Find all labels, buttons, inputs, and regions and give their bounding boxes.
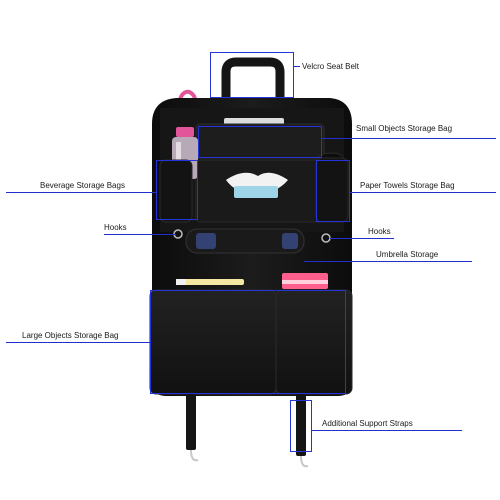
- highlight-support-straps: [290, 400, 312, 452]
- underline-hooks-right: [330, 238, 394, 239]
- bottle-cap: [176, 127, 194, 137]
- label-hooks-right: Hooks: [368, 227, 391, 236]
- pen: [176, 279, 244, 285]
- line-small-objects: [322, 138, 350, 139]
- pen-tip: [176, 279, 186, 285]
- underline-hooks-left: [104, 234, 176, 235]
- underline-support-straps: [312, 430, 462, 431]
- label-velcro-seat-belt: Velcro Seat Belt: [302, 62, 359, 71]
- velcro-seat-belt-strap: [221, 57, 285, 100]
- right-strap-hook: [300, 455, 309, 468]
- left-strap-hook: [190, 449, 199, 462]
- underline-umbrella: [304, 261, 472, 262]
- underline-small-objects: [350, 138, 496, 139]
- underline-paper-towels: [350, 192, 496, 193]
- bottle-highlight: [176, 142, 181, 174]
- label-beverage-storage-bags: Beverage Storage Bags: [40, 181, 125, 190]
- underline-large-objects: [6, 342, 150, 343]
- umbrella-pattern: [196, 233, 216, 249]
- label-umbrella-storage: Umbrella Storage: [376, 250, 439, 259]
- highlight-small-objects: [198, 126, 322, 158]
- line-velcro: [294, 66, 300, 67]
- highlight-velcro-belt: [210, 52, 294, 98]
- right-support-strap: [296, 392, 306, 456]
- label-small-objects-storage-bag: Small Objects Storage Bag: [356, 124, 453, 133]
- label-large-objects-storage-bag: Large Objects Storage Bag: [22, 331, 119, 340]
- label-paper-towels-storage-bag: Paper Towels Storage Bag: [360, 181, 455, 190]
- highlight-large-objects: [150, 290, 346, 394]
- notebook-stripe: [282, 280, 328, 284]
- umbrella-pattern-2: [282, 233, 298, 249]
- underline-beverage: [6, 192, 156, 193]
- left-support-strap: [186, 392, 196, 450]
- highlight-paper-towels: [316, 160, 350, 222]
- label-hooks-left: Hooks: [104, 223, 127, 232]
- highlight-beverage: [156, 160, 198, 220]
- label-additional-support-straps: Additional Support Straps: [322, 419, 413, 428]
- tissue-box: [234, 186, 278, 198]
